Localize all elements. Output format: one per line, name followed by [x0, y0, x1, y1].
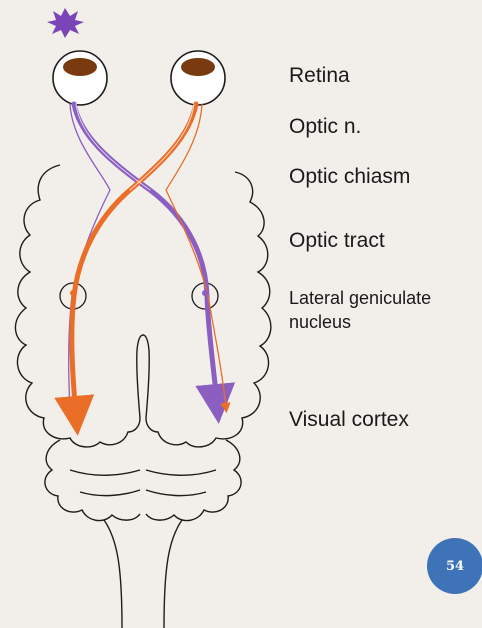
starburst-icon [47, 8, 84, 38]
label-optic-tract: Optic tract [289, 229, 385, 252]
label-visual-cortex: Visual cortex [289, 408, 409, 431]
label-lgn: Lateral geniculate nucleus [289, 286, 479, 334]
label-optic-nerve: Optic n. [289, 115, 362, 138]
slide-number: 54 [445, 558, 465, 574]
left-eye [52, 50, 108, 106]
label-retina: Retina [289, 64, 350, 87]
pathway-orange-crossing [54, 101, 199, 436]
slide-number-badge: 54 [427, 538, 482, 594]
label-lgn-line2: nucleus [289, 312, 352, 332]
pathway-orange-ipsilateral [165, 103, 231, 414]
brain-outline [14, 164, 272, 628]
pathway-purple-crossing [71, 101, 236, 424]
label-lgn-line1: Lateral geniculate [289, 288, 432, 308]
label-optic-chiasm: Optic chiasm [289, 165, 411, 188]
right-eye [170, 50, 226, 106]
